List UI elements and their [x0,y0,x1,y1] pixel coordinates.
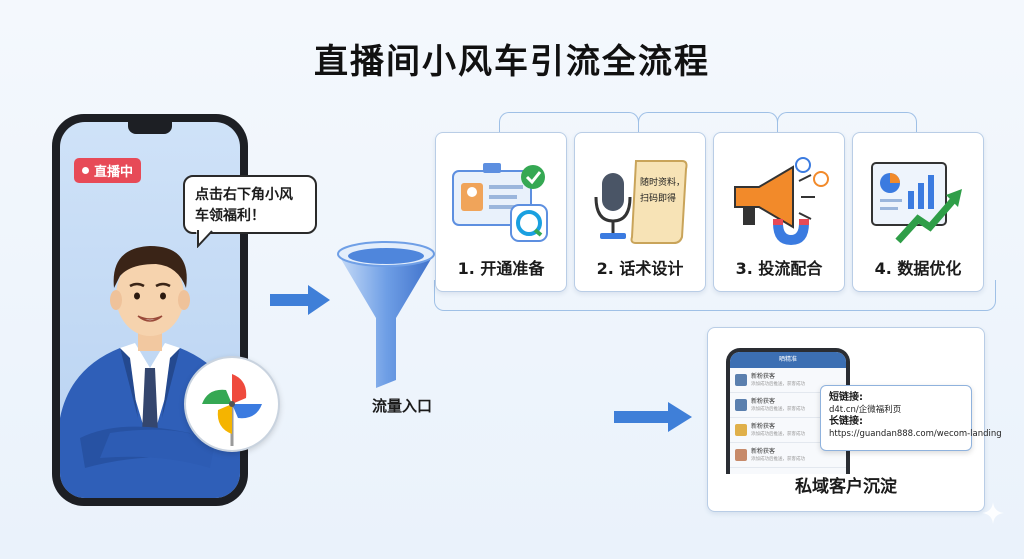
list-item: 新粉获客 添加成功后推送，获客成功 [730,368,846,393]
arrow-to-funnel-icon [270,285,330,315]
step-label-4: 4. 数据优化 [874,259,962,278]
long-link-label: 长链接: [829,416,863,427]
list-item: 新粉获客 添加成功后推送，获客成功 [730,443,846,468]
list-item-sub: 添加成功后推送，获客成功 [751,407,805,412]
page-title: 直播间小风车引流全流程 [314,42,710,82]
list-item-sub: 添加成功后推送，获客成功 [751,457,805,462]
microphone-script-icon: 随时资料， 扫码即得 [594,160,688,244]
pinwheel-icon [202,374,262,446]
avatar [735,424,747,436]
live-badge-text: 直播中 [94,165,134,180]
id-card-chat-icon [452,163,548,242]
avatar [735,449,747,461]
step-label-2: 2. 话术设计 [596,259,684,278]
step-label-1: 1. 开通准备 [457,259,545,278]
short-link-label: 短链接: [829,392,863,403]
list-item-title: 新粉获客 [751,373,776,380]
step-card-2: 随时资料， 扫码即得 2. 话术设计 [574,132,706,292]
script-line-2: 扫码即得 [640,192,676,204]
step-card-4: 4. 数据优化 [852,132,984,292]
list-item-sub: 添加成功后推送，获客成功 [751,382,805,387]
destination-card: 晒精准 新粉获客 添加成功后推送，获客成功 新粉获客 添加成功后推送，获客成功 … [707,327,1002,512]
script-line-1: 随时资料， [640,176,685,188]
long-link[interactable]: https://guandan888.com/wecom-landing [829,429,1002,439]
megaphone-magnet-icon [734,157,829,245]
step-frame-3 [777,112,917,143]
arrow-to-destination-icon [614,402,692,432]
sparkle-icon [982,502,1004,524]
list-item: 新粉获客 添加成功后推送，获客成功 [730,418,846,443]
mini-phone-header: 晒精准 [730,352,846,368]
list-item-title: 新粉获客 [751,448,776,455]
phone-notch [128,122,172,134]
list-item-title: 新粉获客 [751,398,776,405]
step-card-1: 1. 开通准备 [435,132,567,292]
chart-growth-icon [871,162,962,244]
step-frame-bottom [434,280,996,311]
funnel-label: 流量入口 [372,397,433,415]
step-card-3: 3. 投流配合 [713,132,845,292]
live-dot-icon [82,167,89,174]
list-item-sub: 添加成功后推送，获客成功 [751,432,805,437]
short-link[interactable]: d4t.cn/企微福利页 [829,405,902,415]
speech-bubble-tail [196,230,213,248]
destination-label: 私域客户沉淀 [795,477,897,497]
live-badge: 直播中 [74,158,142,183]
funnel-icon [337,241,435,388]
avatar [735,374,747,386]
step-label-3: 3. 投流配合 [735,259,823,278]
list-item: 新粉获客 添加成功后推送，获客成功 [730,393,846,418]
speech-bubble: 点击右下角小风车领福利！ [183,175,317,234]
pinwheel-button[interactable] [184,356,280,452]
avatar [735,399,747,411]
list-item-title: 新粉获客 [751,423,776,430]
link-popup: 短链接: d4t.cn/企微福利页 长链接: https://guandan88… [820,385,1002,451]
